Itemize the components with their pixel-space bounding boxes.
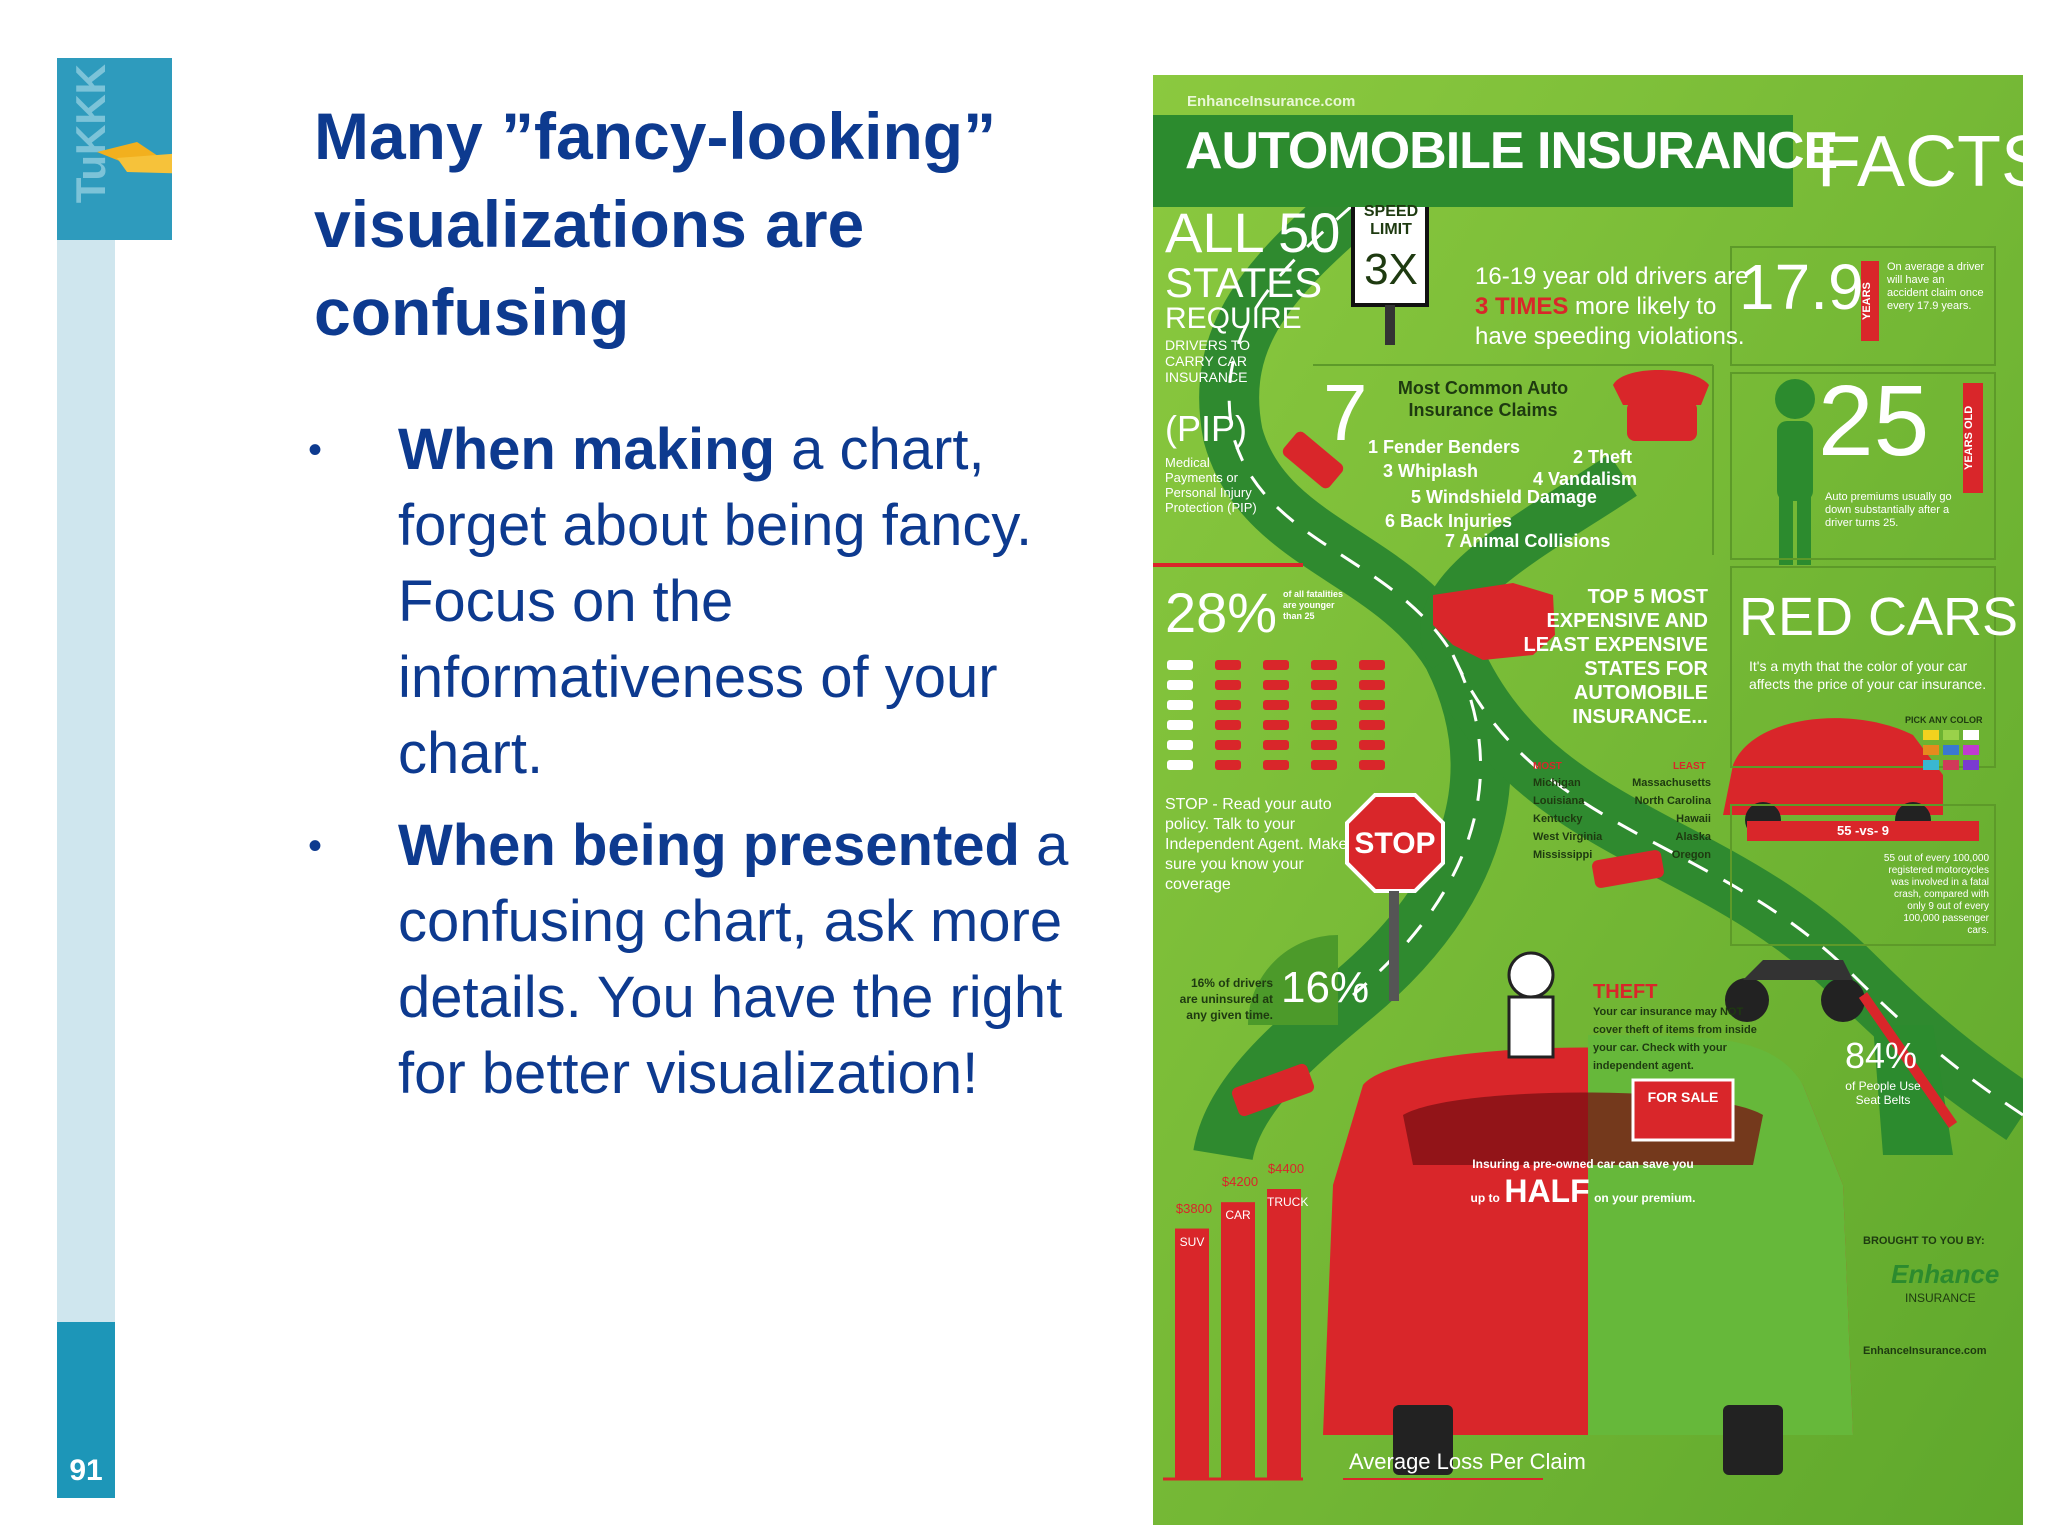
loss-category-label: CAR xyxy=(1225,1208,1251,1223)
age-value: 25 xyxy=(1818,365,1930,477)
teen-times: 3 TIMES xyxy=(1475,293,1569,320)
teen-line1: 16-19 year old drivers are xyxy=(1475,263,1749,290)
infographic-title: AUTOMOBILE INSURANCE xyxy=(1185,122,1838,180)
bullet-dot: • xyxy=(308,824,323,868)
pct84-desc: of People Use Seat Belts xyxy=(1845,1079,1921,1107)
red-cars-desc: It's a myth that the color of your car a… xyxy=(1749,658,1987,692)
age-desc: Auto premiums usually go down substantia… xyxy=(1825,491,1952,529)
least-label: LEAST xyxy=(1673,761,1706,772)
sidebar-stripe xyxy=(57,58,115,1498)
caduceus-icon xyxy=(97,142,172,174)
years-value: 17.9 xyxy=(1739,251,1864,323)
red-cars-title: RED CARS xyxy=(1739,587,2019,647)
loss-bar-car xyxy=(1221,1202,1255,1479)
brand-site: EnhanceInsurance.com xyxy=(1863,1345,1987,1357)
page-number-box: 91 xyxy=(57,1322,115,1498)
brought-label: BROUGHT TO YOU BY: xyxy=(1863,1235,1985,1247)
least-state: Massachusetts xyxy=(1632,777,1711,789)
least-state: North Carolina xyxy=(1634,795,1711,807)
brand-sub: INSURANCE xyxy=(1905,1291,1976,1305)
states-text: STATES xyxy=(1165,259,1323,306)
bullet-list: • When making a chart, forget about bein… xyxy=(300,412,1120,1128)
most-state: Mississippi xyxy=(1533,849,1593,861)
stop-text: STOP - Read your auto policy. Talk to yo… xyxy=(1165,796,1348,893)
theft-desc: Your car insurance may NOT cover theft o… xyxy=(1593,1006,1757,1072)
loss-bars xyxy=(1175,1189,1301,1479)
most-state: West Virginia xyxy=(1533,831,1603,843)
loss-chart-title: Average Loss Per Claim xyxy=(1349,1449,1586,1474)
uninsured-desc: 16% of drivers are uninsured at any give… xyxy=(1179,976,1273,1022)
drivers-to-text: DRIVERS TO CARRY CAR INSURANCE xyxy=(1165,337,1251,385)
claim-item: 2 Theft xyxy=(1573,447,1633,467)
speed-limit-label: SPEED LIMIT xyxy=(1363,203,1419,238)
title-banner xyxy=(1153,115,1793,207)
loss-bar-suv xyxy=(1175,1228,1209,1479)
bullet-bold: When being presented xyxy=(398,813,1020,878)
university-logo: TuKKK xyxy=(57,58,172,240)
years-label: YEARS xyxy=(1861,261,1879,341)
claim-item: 3 Whiplash xyxy=(1383,461,1479,481)
least-state: Alaska xyxy=(1675,831,1711,843)
stop-sign-text: STOP xyxy=(1354,827,1436,860)
infographic: EnhanceInsurance.com AUTOMOBILE INSURANC… xyxy=(1153,75,2023,1525)
most-state: Kentucky xyxy=(1533,813,1583,825)
bullet-item: • When making a chart, forget about bein… xyxy=(300,412,1120,792)
claims-title: Most Common Auto Insurance Claims xyxy=(1397,378,1569,420)
page-number: 91 xyxy=(69,1454,103,1487)
loss-category-label: SUV xyxy=(1179,1234,1205,1249)
road-background xyxy=(1153,75,2023,1525)
slide-title: Many ”fancy-looking” visualizations are … xyxy=(314,99,997,349)
pip-text: (PIP) xyxy=(1165,408,1248,449)
claim-item: 7 Animal Collisions xyxy=(1445,531,1611,551)
bullet-bold: When making xyxy=(398,417,776,482)
moto-title: 55 -vs- 9 xyxy=(1836,823,1890,838)
moto-desc: 55 out of every 100,000 registered motor… xyxy=(1883,853,1989,936)
all50-text: ALL 50 xyxy=(1165,201,1341,264)
claims-number: 7 xyxy=(1323,368,1368,457)
theft-title: THEFT xyxy=(1593,981,1658,1003)
pct84-value: 84% xyxy=(1845,1035,1918,1076)
loss-value-label: $3800 xyxy=(1175,1200,1213,1216)
require-text: REQUIRE xyxy=(1165,302,1302,335)
claim-item: 6 Back Injuries xyxy=(1385,511,1513,531)
speed-limit-value: 3X xyxy=(1364,245,1418,294)
most-label: MOST xyxy=(1533,761,1562,772)
half-line2: on your premium. xyxy=(1594,1191,1696,1205)
pct16-value: 16% xyxy=(1281,963,1370,1012)
years-desc: On average a driver will have an acciden… xyxy=(1887,261,1985,312)
top5-title: TOP 5 MOST EXPENSIVE AND LEAST EXPENSIVE… xyxy=(1523,586,1709,728)
age-label: YEARS OLD xyxy=(1963,383,1983,493)
claim-item: 4 Vandalism xyxy=(1533,469,1638,489)
loss-value-label: $4400 xyxy=(1267,1161,1305,1176)
infographic-title-facts: FACTS xyxy=(1817,122,2023,202)
pip-desc: Medical Payments or Personal Injury Prot… xyxy=(1165,455,1257,515)
bullet-dot: • xyxy=(308,428,323,472)
loss-category-label: TRUCK xyxy=(1267,1195,1309,1209)
pct28-value: 28% xyxy=(1165,581,1278,644)
pct28-desc: of all fatalities are younger than 25 xyxy=(1283,589,1344,621)
teen-line2: more likely to xyxy=(1575,293,1717,320)
most-state: Louisiana xyxy=(1533,795,1585,807)
teen-line3: have speeding violations. xyxy=(1475,323,1745,350)
half-up: up to xyxy=(1470,1191,1500,1205)
bullet-item: • When being presented a confusing chart… xyxy=(300,808,1120,1112)
least-state: Oregon xyxy=(1671,849,1711,861)
half-value: HALF xyxy=(1504,1173,1590,1209)
most-state: Michigan xyxy=(1533,777,1581,789)
loss-bar-truck xyxy=(1267,1189,1301,1479)
brand-name: Enhance xyxy=(1891,1259,2000,1289)
pick-color-label: PICK ANY COLOR xyxy=(1905,715,1983,725)
for-sale-sign: FOR SALE xyxy=(1647,1089,1719,1105)
site-name: EnhanceInsurance.com xyxy=(1187,93,1356,110)
half-line1: Insuring a pre-owned car can save you xyxy=(1472,1157,1694,1171)
bullet-text: a confusing chart, ask more details. You… xyxy=(398,813,1069,1106)
bullet-text: a chart, forget about being fancy. Focus… xyxy=(398,417,1033,786)
claim-item: 5 Windshield Damage xyxy=(1411,487,1597,507)
loss-value-label: $4200 xyxy=(1221,1174,1259,1190)
least-state: Hawaii xyxy=(1676,813,1711,825)
claim-item: 1 Fender Benders xyxy=(1368,437,1521,457)
